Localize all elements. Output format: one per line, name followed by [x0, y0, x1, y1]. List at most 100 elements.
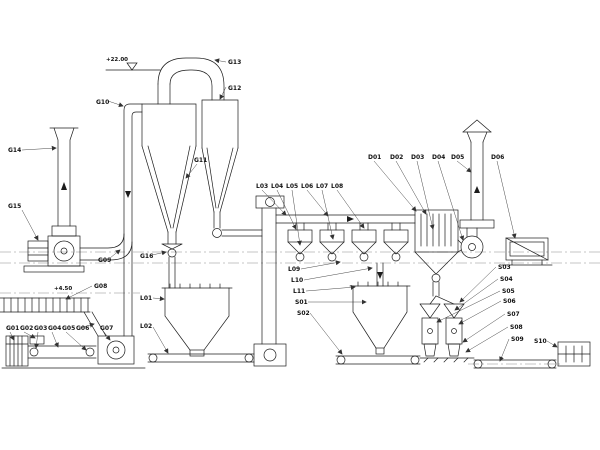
- label-text: L05: [286, 183, 298, 190]
- packing-machines: [419, 295, 475, 363]
- unit-right-box: [501, 237, 553, 266]
- label-s09: S09: [499, 336, 524, 362]
- label-d06: D06: [491, 154, 517, 239]
- cyclone-primary: [141, 57, 225, 245]
- label-text: G07: [100, 325, 113, 332]
- label-text: S07: [507, 311, 520, 318]
- label-text: G02: [20, 325, 33, 332]
- label-text: L07: [316, 183, 328, 190]
- label-l03: L03: [256, 183, 287, 216]
- label-text: S10: [534, 338, 547, 345]
- label-s06: S06: [458, 298, 516, 325]
- riser-duct: [79, 103, 143, 337]
- label-l09: L09: [288, 260, 341, 273]
- label-l02: L02: [140, 323, 169, 354]
- labels: G01 G02 G03 G04 G05 G06 G07 G08 G09 G10 …: [6, 58, 558, 362]
- label-g04: G04: [48, 325, 61, 348]
- label-text: S08: [510, 324, 523, 331]
- feeder-cyclone: [351, 222, 377, 262]
- centerlines: [0, 251, 600, 365]
- label-s07: S07: [462, 311, 520, 343]
- label-g08: G08: [65, 283, 107, 300]
- screw-conveyor: [27, 345, 97, 359]
- label-text: G10: [96, 99, 109, 106]
- label-text: L10: [291, 277, 303, 284]
- feeder-cyclone: [287, 222, 313, 262]
- label-l04: L04: [271, 183, 297, 230]
- blower-unit: [97, 335, 135, 365]
- label-g16: G16: [140, 250, 167, 260]
- label-l07: L07: [316, 183, 335, 240]
- label-l11: L11: [293, 284, 356, 295]
- label-text: S05: [502, 288, 515, 295]
- label-l08: L08: [331, 183, 365, 229]
- label-d04: D04: [432, 154, 465, 241]
- label-text: L09: [288, 266, 300, 273]
- label-text: S09: [511, 336, 524, 343]
- feed-unit-left: [5, 335, 45, 367]
- exhaust-fan-right: [457, 227, 484, 259]
- hopper-left: [161, 283, 233, 357]
- belt-conveyor-center: [335, 355, 421, 365]
- label-text: G14: [8, 147, 21, 154]
- bucket-elevator: [253, 195, 287, 367]
- label-g07: G07: [100, 325, 113, 341]
- label-text: D04: [432, 154, 445, 161]
- label-g12: G12: [219, 85, 241, 100]
- bag-filter: [414, 209, 459, 297]
- feeder-cyclone: [319, 222, 345, 262]
- label-s03: S03: [459, 264, 511, 303]
- label-text: G12: [228, 85, 241, 92]
- label-s04: S04: [454, 276, 513, 311]
- label-text: G03: [34, 325, 47, 332]
- label-text: S03: [498, 264, 511, 271]
- label-text: L08: [331, 183, 343, 190]
- label-text: G01: [6, 325, 19, 332]
- label-g13: G13: [214, 58, 241, 66]
- label-d03: D03: [411, 154, 435, 230]
- label-text: S06: [503, 298, 516, 305]
- label-d02: D02: [390, 154, 427, 215]
- label-g09: G09: [98, 249, 121, 264]
- label-l05: L05: [286, 183, 302, 246]
- label-g06: G06: [76, 322, 95, 332]
- label-l01: L01: [140, 295, 165, 302]
- label-l06: L06: [301, 183, 329, 217]
- label-d01: D01: [368, 154, 417, 212]
- hopper-center-right: [349, 262, 411, 355]
- cyclone-secondary: [201, 99, 263, 238]
- label-g05: G05: [62, 325, 87, 351]
- exhaust-stack-left: [49, 127, 79, 237]
- label-d05: D05: [451, 154, 472, 173]
- label-text: L06: [301, 183, 313, 190]
- label-text: L01: [140, 295, 152, 302]
- label-text: S04: [500, 276, 513, 283]
- label-text: L04: [271, 183, 283, 190]
- label-text: D02: [390, 154, 403, 161]
- label-l10: L10: [291, 266, 373, 284]
- label-g11: G11: [185, 157, 207, 179]
- exhaust-stack-right: [459, 119, 495, 229]
- label-text: G05: [62, 325, 75, 332]
- feeder-cyclone: [383, 222, 409, 262]
- discharge-valve: [161, 243, 183, 289]
- label-text: L03: [256, 183, 268, 190]
- label-text: D01: [368, 154, 381, 161]
- label-text: L11: [293, 288, 305, 295]
- label-g02: G02: [20, 325, 36, 339]
- label-text: G08: [94, 283, 107, 290]
- label-g10: G10: [96, 99, 124, 108]
- label-text: S01: [295, 299, 308, 306]
- elevation-marker-mid: +4.50: [54, 286, 72, 292]
- label-s02: S02: [297, 310, 343, 355]
- label-s10: S10: [534, 338, 558, 348]
- label-text: G16: [140, 253, 153, 260]
- label-g14: G14: [8, 145, 57, 154]
- label-g03: G03: [34, 325, 47, 349]
- label-g01: G01: [6, 325, 19, 341]
- label-text: D06: [491, 154, 504, 161]
- label-text: D05: [451, 154, 464, 161]
- label-s05: S05: [436, 288, 515, 323]
